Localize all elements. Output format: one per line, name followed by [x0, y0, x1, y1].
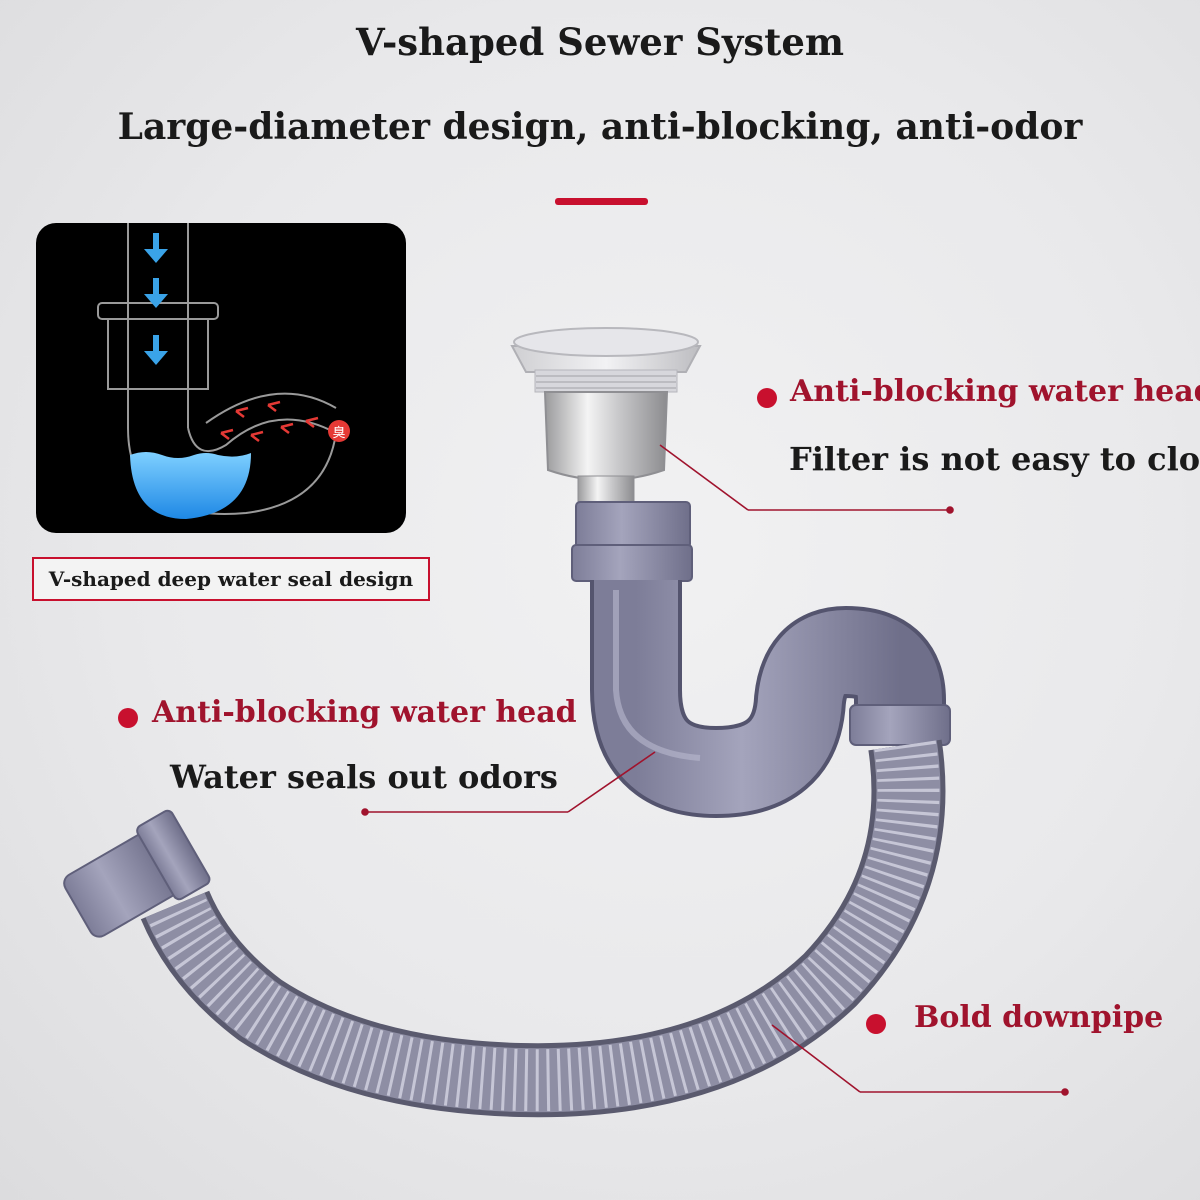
flow-arrows — [144, 233, 168, 365]
strainer-head — [510, 327, 702, 505]
page-title: V-shaped Sewer System — [355, 20, 845, 64]
title-divider — [555, 198, 648, 205]
hose-end-fitting — [63, 809, 211, 938]
odor-symbol: 臭 — [332, 426, 345, 441]
feature-1-desc: Filter is not easy to clog — [789, 440, 1200, 478]
feature-1-title: Anti-blocking water head — [790, 374, 1200, 409]
callout-leaders — [361, 444, 1069, 1096]
seal-caption: V-shaped deep water seal design — [48, 567, 414, 591]
seal-caption-box: V-shaped deep water seal design — [32, 557, 430, 601]
odor-arrows — [220, 400, 319, 442]
callout-bullet-2 — [118, 708, 138, 728]
callout-bullet-3 — [866, 1014, 886, 1034]
page-subtitle: Large-diameter design, anti-blocking, an… — [117, 106, 1083, 148]
feature-3-title: Bold downpipe — [914, 1000, 1164, 1035]
water-seal-diagram: 臭 — [36, 223, 406, 533]
feature-2-desc: Water seals out odors — [170, 758, 558, 796]
feature-2-title: Anti-blocking water head — [152, 695, 577, 730]
pipe-coupling — [571, 501, 693, 582]
callout-bullet-1 — [757, 388, 777, 408]
